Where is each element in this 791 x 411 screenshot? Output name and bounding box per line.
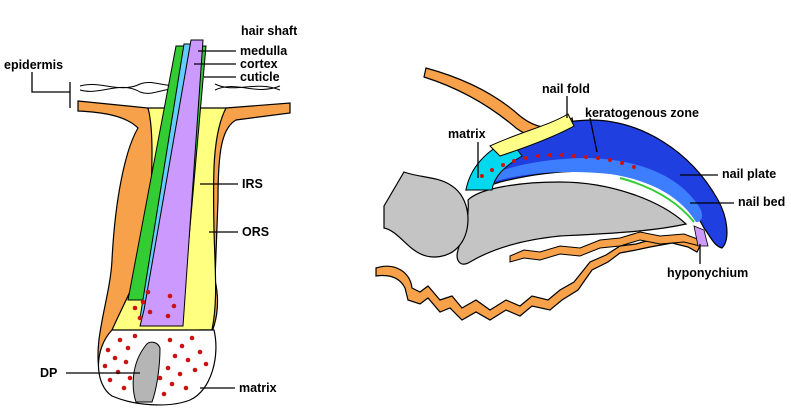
irs-label: IRS [242, 177, 263, 191]
nail-plate-label: nail plate [722, 167, 776, 181]
dermal-papilla [132, 341, 161, 403]
nail-fold [489, 113, 575, 157]
medulla-label: medulla [240, 44, 288, 58]
hair-matrix-label: matrix [239, 381, 277, 395]
hyponychium [693, 225, 709, 247]
keratogenous-zone-label: keratogenous zone [585, 106, 699, 120]
epidermis-bracket [31, 72, 71, 108]
hair-follicle-diagram: hair shaft medulla cortex cuticle epider… [4, 24, 298, 406]
skin-surface-line [214, 85, 281, 91]
hair-shaft-label: hair shaft [241, 24, 298, 38]
nail-diagram: nail fold keratogenous zone matrix nail … [375, 67, 785, 321]
hyponychium-label: hyponychium [667, 266, 748, 280]
nail-plate-inner [474, 158, 703, 222]
dp-label: DP [40, 366, 57, 380]
cortex-label: cortex [240, 57, 278, 71]
keratogenous-zone-leader [589, 117, 598, 153]
epidermis-label: epidermis [4, 58, 63, 72]
distal-phalanx-bone [456, 181, 688, 265]
ventral-skin [375, 236, 701, 321]
nail-bed-line [619, 177, 695, 223]
nail-matrix-label: matrix [448, 127, 486, 141]
medulla-layer [139, 39, 204, 327]
keratogenous-zone-dots [480, 153, 636, 178]
ors-label: ORS [242, 225, 269, 239]
nail-fold-label: nail fold [542, 82, 590, 96]
cuticle-label: cuticle [240, 70, 280, 84]
nail-bed-label: nail bed [738, 195, 785, 209]
hair-matrix-dots [102, 289, 209, 397]
middle-phalanx-bone [383, 171, 469, 258]
